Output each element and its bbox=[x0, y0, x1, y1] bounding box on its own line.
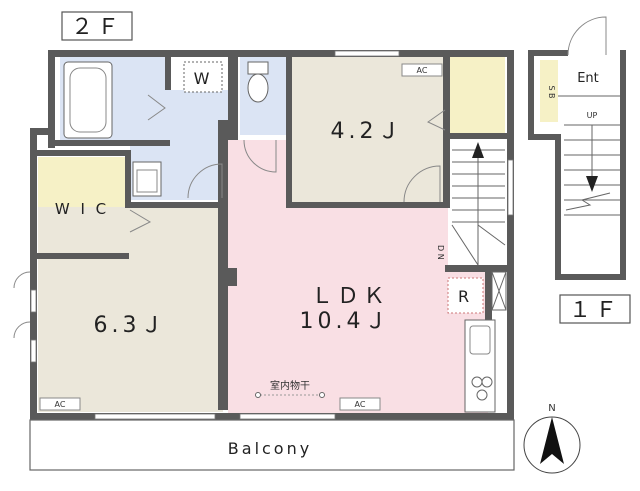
bathtub bbox=[63, 61, 113, 139]
stair-down-label: D N bbox=[436, 245, 445, 260]
shoe-box bbox=[540, 60, 558, 122]
upper-floor-label: ２Ｆ bbox=[71, 15, 123, 40]
indoor-drying-rail: 室内物干 bbox=[255, 379, 325, 398]
toilet-fixture bbox=[247, 61, 269, 103]
upper-floor-label-box: ２Ｆ bbox=[61, 11, 133, 41]
north-arrow-icon: N bbox=[523, 403, 581, 474]
balcony-label: Balcony bbox=[228, 439, 312, 458]
shoe-box-label: S B bbox=[547, 85, 556, 98]
ldk-floor bbox=[228, 140, 488, 415]
washer-space: W bbox=[183, 61, 223, 93]
vanity-sink bbox=[132, 161, 162, 197]
closet-a bbox=[450, 57, 505, 135]
room-fills bbox=[38, 57, 622, 415]
bedroom-a-floor bbox=[290, 57, 445, 205]
lower-stair: Ent S B UP bbox=[528, 16, 626, 280]
refrigerator-space: R bbox=[447, 277, 484, 314]
ldk-label: ＬＤＫ bbox=[311, 284, 389, 309]
compass-north-label: N bbox=[548, 403, 555, 414]
kitchen-counter bbox=[464, 319, 496, 413]
ac-units: AC AC AC bbox=[39, 63, 443, 411]
washer-label: W bbox=[194, 69, 213, 88]
entrance-label: Ent bbox=[577, 71, 599, 86]
lower-floor-label-box: １Ｆ bbox=[559, 294, 631, 324]
bedroom-a-label: 4.2Ｊ bbox=[331, 119, 404, 144]
bedroom-b-label: 6.3Ｊ bbox=[94, 313, 167, 338]
doors bbox=[13, 94, 446, 339]
upper-stair-treads: D N bbox=[436, 142, 506, 266]
ac-label-bedroom-a: AC bbox=[417, 66, 428, 75]
refrigerator-label: R bbox=[458, 287, 472, 306]
windows bbox=[30, 50, 514, 420]
ldk-size-label: 10.4Ｊ bbox=[300, 309, 391, 334]
ac-label-ldk: AC bbox=[355, 400, 366, 409]
stair-up-label: UP bbox=[587, 111, 598, 120]
lower-floor-label: １Ｆ bbox=[569, 298, 621, 323]
wic-label: W I C bbox=[55, 200, 109, 218]
balcony: Balcony bbox=[29, 419, 515, 471]
ac-label-bedroom-b: AC bbox=[55, 400, 66, 409]
stair-lower bbox=[560, 60, 622, 275]
closet-shelf bbox=[491, 271, 507, 311]
bedroom-b-floor bbox=[38, 207, 223, 412]
indoor-drying-label: 室内物干 bbox=[270, 379, 310, 392]
